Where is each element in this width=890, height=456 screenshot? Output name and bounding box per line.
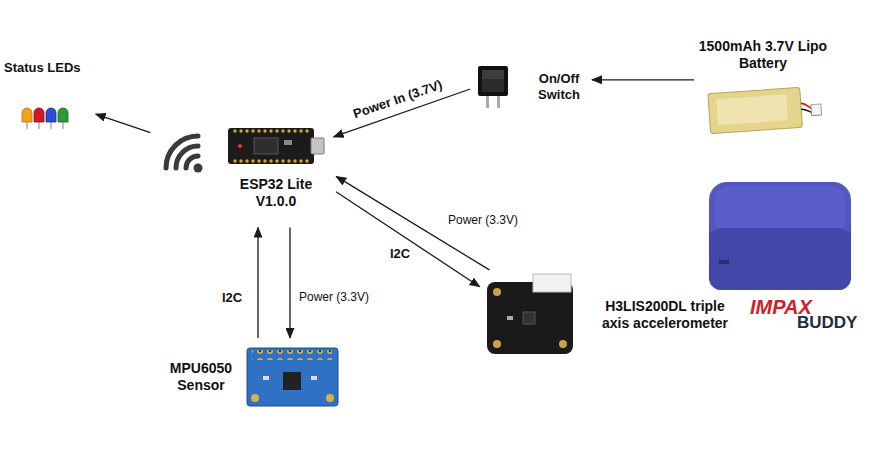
node-label: On/Off Switch	[532, 71, 586, 102]
component-node: On/Off Switch	[476, 64, 586, 110]
battery-illustration	[703, 78, 823, 138]
connector-arrow	[257, 228, 258, 338]
connector-arrow	[96, 114, 151, 133]
edge-label: Power In (3.7V)	[350, 77, 447, 123]
wifi-icon	[158, 122, 214, 178]
node-label: ESP32 Lite V1.0.0	[226, 176, 326, 210]
accelerometer-board	[483, 272, 583, 357]
node-label: H3LIS200DL triple axis accelerometer	[601, 298, 729, 332]
connector-arrow	[336, 192, 480, 287]
led-illustration	[19, 106, 75, 130]
node-label: MPU6050 Sensor	[165, 360, 237, 394]
node-label: 1500mAh 3.7V Lipo Battery	[698, 38, 828, 72]
enclosure-illustration	[705, 176, 855, 294]
edge-label: Power (3.3V)	[297, 291, 371, 305]
edge-label: I2C	[220, 291, 244, 306]
edge-label: Power (3.3V)	[446, 214, 520, 228]
node-label: Status LEDs	[4, 60, 90, 76]
esp32-board	[226, 122, 326, 170]
component-node: Status LEDs	[4, 60, 90, 130]
switch-illustration	[476, 64, 510, 110]
logo-wordmark: BUDDY	[797, 314, 857, 331]
edge-label: I2C	[388, 247, 412, 262]
component-node: H3LIS200DL triple axis accelerometer	[483, 272, 729, 357]
component-node: 1500mAh 3.7V Lipo Battery	[698, 38, 828, 138]
mpu6050-board	[245, 346, 340, 408]
connector-arrow	[289, 228, 290, 338]
component-node: MPU6050 Sensor	[165, 346, 340, 408]
component-node: ESP32 Lite V1.0.0	[158, 122, 326, 210]
connector-arrow	[592, 79, 694, 80]
